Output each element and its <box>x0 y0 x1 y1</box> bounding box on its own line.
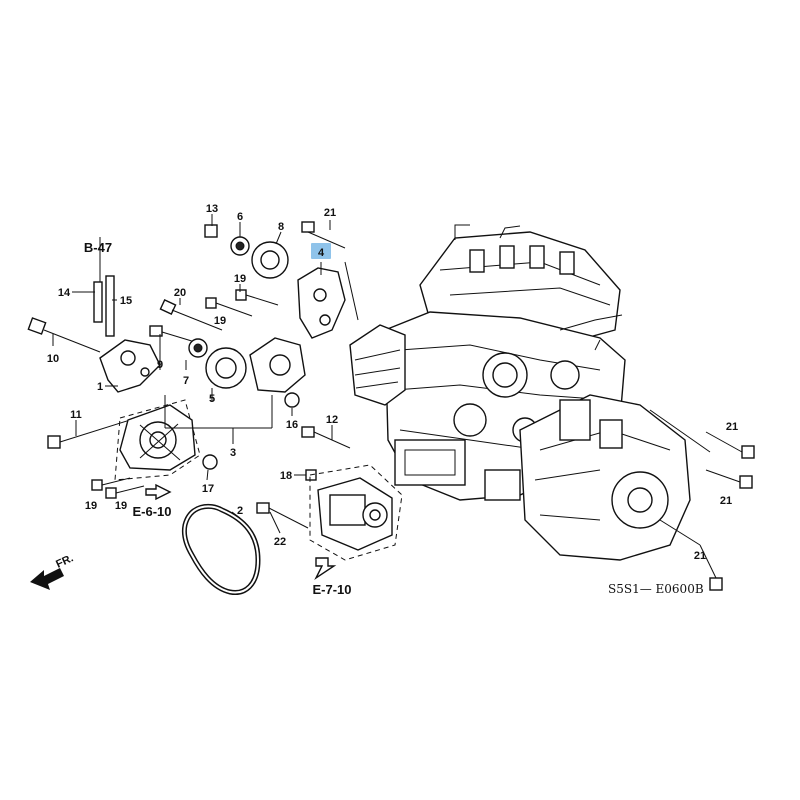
callout-20: 20 <box>174 287 186 299</box>
callout-22: 22 <box>274 536 286 548</box>
front-direction-arrow <box>30 568 64 590</box>
callout-9: 9 <box>157 359 163 371</box>
callout-14: 14 <box>58 287 71 299</box>
ref-e-6-10[interactable]: E-6-10 <box>132 504 171 519</box>
callout-17: 17 <box>202 483 214 495</box>
ref-b-47[interactable]: B-47 <box>84 240 112 255</box>
leader-lines <box>52 214 711 546</box>
callout-1: 1 <box>97 381 103 393</box>
callout-21: 21 <box>324 207 336 219</box>
highlight-box <box>311 243 331 259</box>
callout-4[interactable]: 4 <box>318 247 325 259</box>
callout-18: 18 <box>280 470 292 482</box>
callout-19: 19 <box>115 500 127 512</box>
callout-labels: 13 6 8 21 4 19 14 15 20 19 10 9 1 7 5 16… <box>47 203 738 562</box>
callout-12: 12 <box>326 414 338 426</box>
callout-5: 5 <box>209 393 215 405</box>
callout-11: 11 <box>70 409 82 421</box>
starter-motor <box>309 464 403 561</box>
callout-21: 21 <box>720 495 732 507</box>
alternator <box>114 399 201 481</box>
callout-15: 15 <box>120 295 132 307</box>
callout-19: 19 <box>234 273 246 285</box>
callout-16: 16 <box>286 419 298 431</box>
front-arrow-label: FR. <box>54 552 75 570</box>
callout-19: 19 <box>214 315 226 327</box>
callout-13: 13 <box>206 203 218 215</box>
callout-6: 6 <box>237 211 243 223</box>
callout-21: 21 <box>694 550 706 562</box>
reference-arrows <box>145 483 337 581</box>
callout-3: 3 <box>230 447 236 459</box>
engine-mount-bracket <box>93 275 161 393</box>
callout-8: 8 <box>278 221 284 233</box>
diagram-part-code: S5S1— E0600B <box>608 582 704 596</box>
callout-2: 2 <box>237 505 243 517</box>
callout-21: 21 <box>726 421 738 433</box>
engine-assembly <box>349 224 691 561</box>
drive-belt <box>181 503 261 596</box>
pulleys-and-tensioner <box>188 236 346 393</box>
callout-7: 7 <box>183 375 189 387</box>
ref-e-7-10[interactable]: E-7-10 <box>312 582 351 597</box>
callout-10: 10 <box>47 353 59 365</box>
callout-19: 19 <box>85 500 97 512</box>
reference-labels: B-47 E-6-10 E-7-10 FR. <box>54 240 351 597</box>
